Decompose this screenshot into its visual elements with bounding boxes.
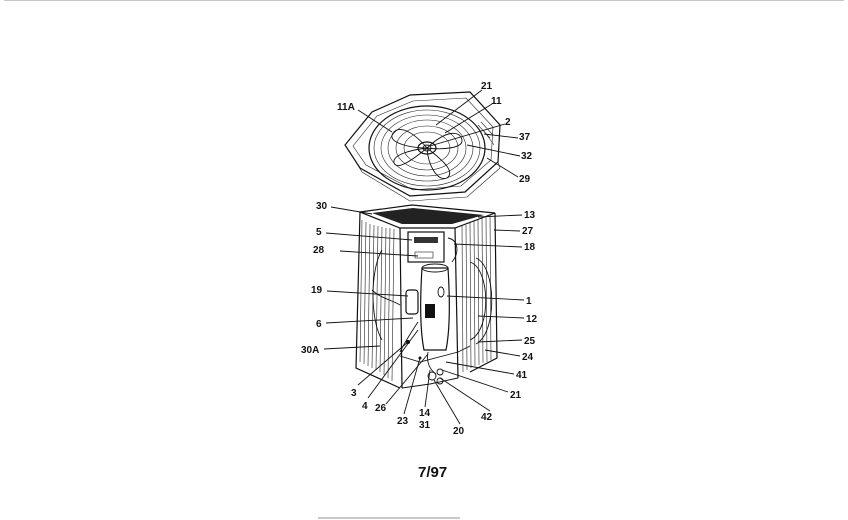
condenser-cabinet	[355, 204, 498, 389]
callout-2: 2	[505, 117, 511, 128]
callout-41: 41	[516, 370, 528, 381]
callout-3: 3	[351, 388, 357, 399]
callout-30A: 30A	[301, 345, 319, 356]
callout-19: 19	[311, 285, 323, 296]
callout-4: 4	[362, 401, 368, 412]
callout-5: 5	[316, 227, 322, 238]
callout-6: 6	[316, 319, 322, 330]
callout-27: 27	[522, 226, 534, 237]
callout-11: 11	[491, 96, 502, 107]
callout-24: 24	[522, 352, 534, 363]
top-cover-assembly	[344, 91, 501, 202]
callout-18: 18	[524, 242, 536, 253]
callout-12: 12	[526, 314, 538, 325]
callout-26: 26	[375, 403, 387, 414]
callout-37: 37	[519, 132, 531, 143]
callout-29: 29	[519, 174, 531, 185]
callout-28: 28	[313, 245, 325, 256]
callout-labels: 11A 21 11 2 37 32 29 30 13 5 27 28 18 19…	[301, 81, 538, 437]
callout-14: 14	[419, 408, 431, 419]
leader-lines	[323, 89, 525, 425]
callout-13: 13	[524, 210, 536, 221]
callout-42: 42	[481, 412, 493, 423]
callout-31: 31	[419, 420, 431, 431]
callout-20: 20	[453, 426, 465, 437]
callout-11A: 11A	[337, 102, 355, 113]
date-code: 7/97	[418, 464, 447, 481]
callout-1: 1	[526, 296, 532, 307]
callout-21-top: 21	[481, 81, 493, 92]
callout-25: 25	[524, 336, 536, 347]
callout-32: 32	[521, 151, 533, 162]
callout-21-bottom: 21	[510, 390, 522, 401]
callout-30: 30	[316, 201, 328, 212]
callout-23: 23	[397, 416, 409, 427]
